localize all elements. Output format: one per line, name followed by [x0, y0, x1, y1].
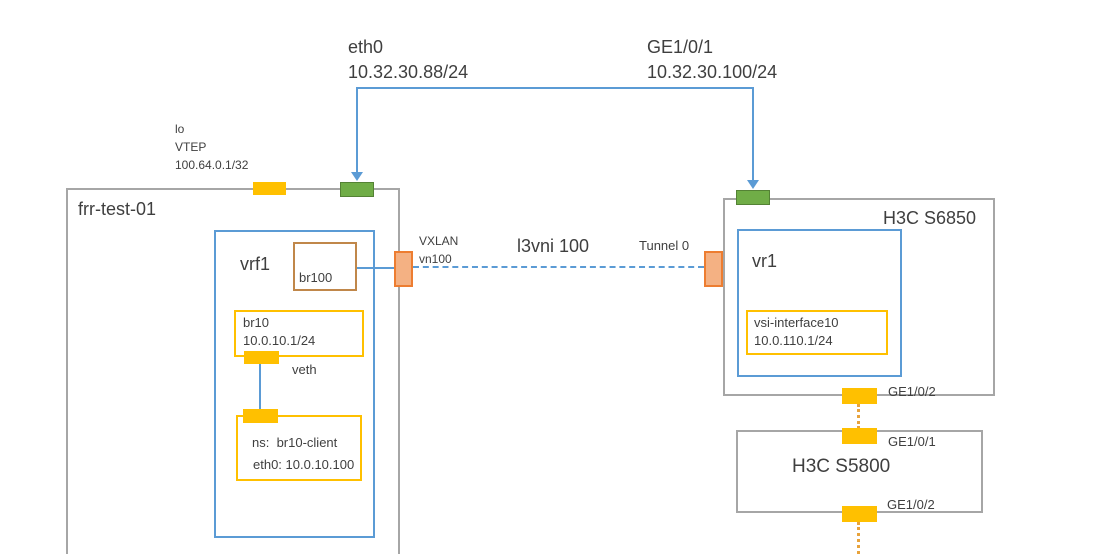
- vsi-ip-label: 10.0.110.1/24: [754, 333, 833, 348]
- vxlan-label: VXLAN: [419, 234, 459, 248]
- vrf1-box: [214, 230, 375, 538]
- veth-link-line: [259, 364, 261, 410]
- l3vni-label: l3vni 100: [517, 236, 590, 256]
- s5800-ge101-port-marker: [842, 428, 877, 444]
- vtep-left-marker: [394, 251, 413, 287]
- uplink-left-vertical-line: [356, 87, 358, 172]
- br10-label: br10: [243, 315, 270, 330]
- s5800-title: H3C S5800: [792, 456, 891, 477]
- s6850-title: H3C S6850: [883, 208, 977, 228]
- eth0-interface-label: eth0: [348, 37, 384, 57]
- arrow-down-left-icon: [351, 172, 363, 181]
- l3vni-tunnel-line: [413, 266, 704, 268]
- vtep-right-marker: [704, 251, 723, 287]
- br10-box: [234, 310, 364, 357]
- loopback-name-label: lo: [175, 122, 185, 136]
- veth-label: veth: [292, 362, 317, 377]
- frr-host-box: [66, 188, 400, 554]
- namespace-name-label: ns: br10-client: [252, 435, 338, 450]
- vr1-box: [737, 229, 902, 377]
- loopback-ip-label: 100.64.0.1/32: [175, 158, 249, 172]
- vn100-label: vn100: [419, 252, 452, 266]
- ge101-interface-label: GE1/0/1: [647, 37, 714, 57]
- loopback-port-marker: [253, 182, 286, 195]
- vtep-label: VTEP: [175, 140, 207, 154]
- frr-host-title: frr-test-01: [78, 199, 157, 219]
- s6850-ge102-label: GE1/0/2: [888, 384, 936, 399]
- s6850-ge102-port-marker: [842, 388, 877, 404]
- s5800-ge102-port-marker: [842, 506, 877, 522]
- s5800-ge102-label: GE1/0/2: [887, 497, 935, 512]
- arrow-down-right-icon: [747, 180, 759, 189]
- veth-host-port-marker: [244, 351, 279, 364]
- br100-box: [293, 242, 357, 291]
- vsi-interface-label: vsi-interface10: [754, 315, 839, 330]
- s6850-s5800-link-line: [857, 404, 860, 429]
- ge101-nic-marker: [736, 190, 770, 205]
- br100-label: br100: [299, 270, 333, 285]
- eth0-nic-marker: [340, 182, 374, 197]
- s5800-downlink-line: [857, 522, 860, 554]
- br100-to-vxlan-line: [357, 267, 394, 269]
- s5800-ge101-label: GE1/0/1: [888, 434, 936, 449]
- uplink-horizontal-line: [356, 87, 754, 89]
- tunnel0-label: Tunnel 0: [639, 238, 690, 253]
- vsi-interface-box: [746, 310, 888, 355]
- br10-ip-label: 10.0.10.1/24: [243, 333, 316, 348]
- namespace-box: [236, 415, 362, 481]
- vrf1-title: vrf1: [240, 254, 271, 274]
- uplink-right-vertical-line: [752, 87, 754, 180]
- ge101-ip-label: 10.32.30.100/24: [647, 62, 778, 82]
- eth0-ip-label: 10.32.30.88/24: [348, 62, 469, 82]
- namespace-eth0-label: eth0: 10.0.10.100: [253, 457, 355, 472]
- vr1-title: vr1: [752, 251, 778, 271]
